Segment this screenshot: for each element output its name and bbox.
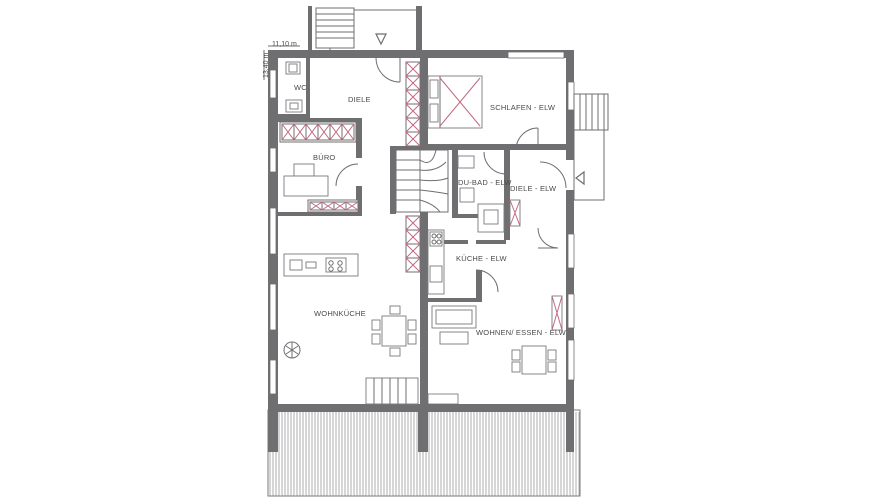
room-label-kueche-elw: KÜCHE - ELW — [456, 254, 508, 263]
room-label-du-bad-elw: DU-BAD - ELW — [458, 178, 512, 187]
room-label-diele: DIELE — [348, 95, 371, 104]
wc-fixtures — [285, 61, 303, 113]
room-label-diele-elw: DIELE - ELW — [510, 184, 557, 193]
room-label-schlafen-elw: SCHLAFEN - ELW — [490, 103, 556, 112]
depth-dimension: 13,40 m — [263, 53, 270, 78]
side-stairs — [573, 93, 609, 201]
terrace-deck — [267, 409, 581, 497]
buero-furniture — [279, 121, 359, 213]
room-labels: WC DIELE BÜRO WOHNKÜCHE SCHLAFEN - ELW D… — [294, 83, 567, 337]
width-dimension: 11,10 m — [272, 41, 297, 48]
schlafen-furniture — [427, 75, 483, 129]
windows — [269, 51, 575, 405]
room-label-wohnen-essen-elw: WOHNEN/ ESSEN - ELW — [476, 328, 567, 337]
entrance-stairs — [315, 7, 416, 58]
dimension-markers: 11,10 m 13,40 m — [263, 41, 300, 80]
cabinets — [405, 61, 421, 273]
bad-fixtures — [457, 155, 521, 233]
kueche-elw-furniture — [427, 229, 445, 295]
door-swings — [335, 57, 567, 293]
room-label-wohnkueche: WOHNKÜCHE — [314, 309, 366, 318]
wohnen-essen-furniture — [431, 295, 563, 375]
interior-staircase — [395, 149, 449, 213]
wohnkueche-furniture — [283, 253, 419, 405]
room-label-buero: BÜRO — [313, 153, 335, 162]
interior-walls — [278, 58, 574, 408]
room-label-wc: WC — [294, 83, 307, 92]
